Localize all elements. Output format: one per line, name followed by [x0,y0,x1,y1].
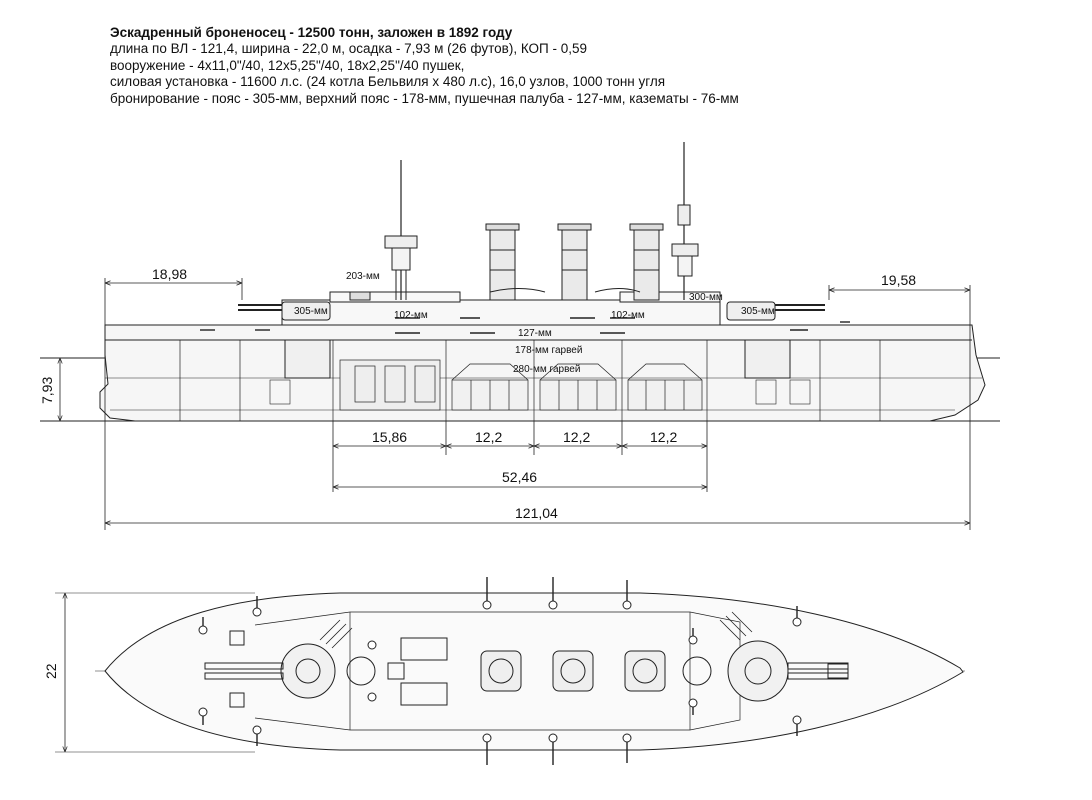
funnel-2 [557,223,592,301]
label-belt-178: 178-мм гарвей [515,345,582,356]
side-profile-view [40,142,1000,422]
deck-outline [104,592,964,751]
label-belt-280: 280-мм гарвей [513,364,580,375]
dim-seg-1: 15,86 [372,429,407,445]
armor-line: бронирование - пояс - 305-мм, верхний по… [110,90,739,106]
plan-top-view [55,577,965,765]
dim-bow-overhang: 18,98 [152,266,187,282]
label-armor-300: 300-мм [689,292,723,303]
plan-funnels [480,650,666,692]
main-mast [671,142,699,300]
fore-mast [384,160,418,300]
ship-description: Эскадренный броненосец - 12500 тонн, зал… [110,24,870,107]
label-gun-102-aft: 102-мм [611,310,645,321]
compartment-lines [179,340,881,421]
dim-draft: 7,93 [39,377,55,404]
label-turret-aft: 305-мм [741,306,775,317]
label-armor-203: 203-мм [346,271,380,282]
conning-tower [349,291,371,301]
dimensions-line: длина по ВЛ - 121,4, ширина - 22,0 м, ос… [110,41,588,56]
superstructure [281,299,721,326]
funnel-3 [629,223,664,301]
plan-aft-turret [727,640,849,702]
dim-total-length: 121,04 [515,505,558,521]
dim-seg-4: 12,2 [650,429,677,445]
dim-stern-overhang: 19,58 [881,272,916,288]
dimension-lines [60,278,971,530]
label-armor-127: 127-мм [518,328,552,339]
dim-seg-2: 12,2 [475,429,502,445]
engine-room [339,359,441,411]
ship-title: Эскадренный броненосец - 12500 тонн, зал… [110,25,513,40]
powerplant-line: силовая установка - 11600 л.с. (24 котла… [110,74,666,89]
boiler-rooms [451,363,703,411]
dim-seg-3: 12,2 [563,429,590,445]
label-gun-102-fwd: 102-мм [394,310,428,321]
funnel-1 [485,223,520,301]
plan-fore-turret [204,643,336,699]
dim-beam: 22 [43,663,59,679]
boat-davits [319,611,753,649]
label-turret-fwd: 305-мм [294,306,328,317]
dim-citadel: 52,46 [502,469,537,485]
casemate-guns [200,317,850,334]
armament-line: вооружение - 4х11,0"/40, 12х5,25"/40, 18… [110,57,465,73]
